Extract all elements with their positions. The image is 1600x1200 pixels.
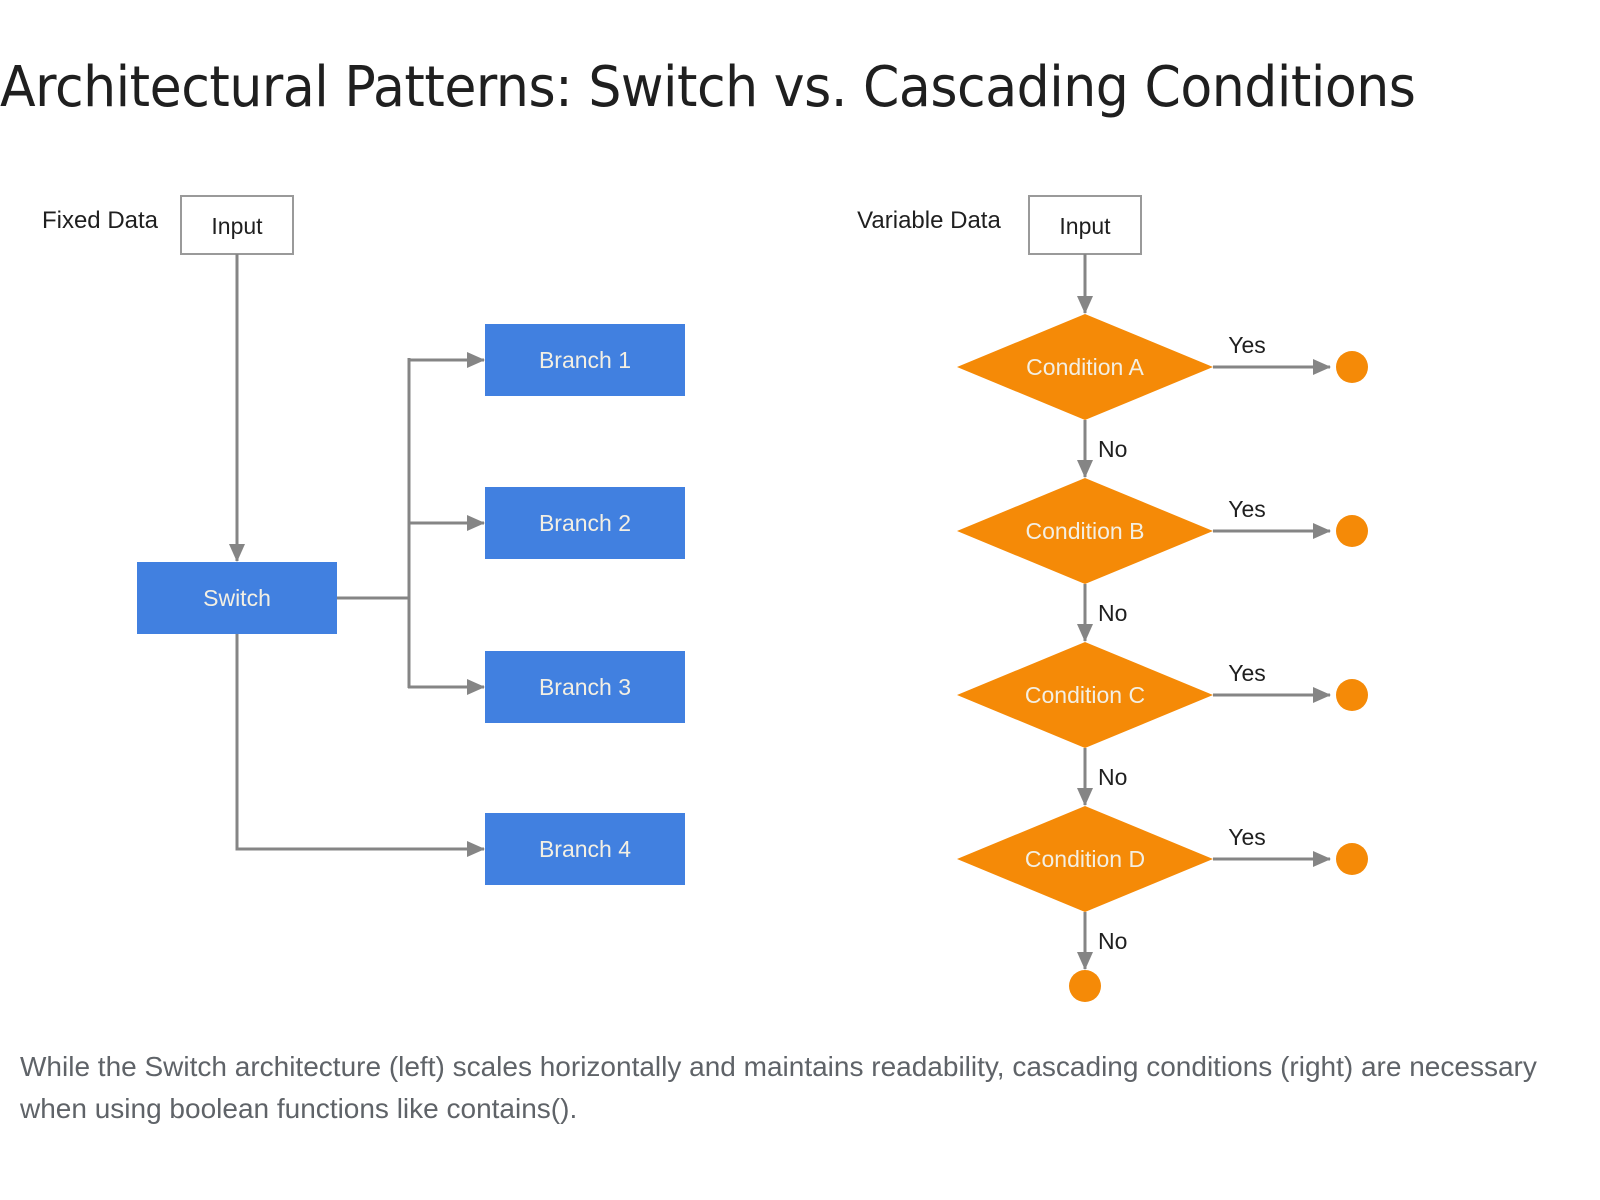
- variable-data-label: Variable Data: [857, 207, 1001, 234]
- branch-node-4: Branch 4: [485, 813, 685, 885]
- switch-input-label: Input: [211, 213, 263, 239]
- cascading-conditions-diagram: Variable Data Input Condition A Yes No C…: [857, 195, 1368, 1002]
- condition-node-b: Condition B: [957, 478, 1213, 584]
- switch-pattern-diagram: Fixed Data Input Switch Branch 1 Branch …: [42, 195, 685, 885]
- yes-endpoint-d: [1336, 843, 1368, 875]
- branch-label-2: Branch 2: [539, 510, 631, 536]
- branch-label-1: Branch 1: [539, 347, 631, 373]
- yes-endpoint-a: [1336, 351, 1368, 383]
- no-label-c: No: [1098, 764, 1127, 790]
- condition-label-c: Condition C: [1025, 682, 1145, 708]
- diagram-canvas: Fixed Data Input Switch Branch 1 Branch …: [42, 195, 1368, 1002]
- condition-label-b: Condition B: [1026, 518, 1145, 544]
- branch-node-1: Branch 1: [485, 324, 685, 396]
- yes-label-a: Yes: [1228, 332, 1266, 358]
- no-label-d: No: [1098, 928, 1127, 954]
- page-title: Architectural Patterns: Switch vs. Casca…: [0, 55, 1416, 120]
- cascade-input-label: Input: [1059, 213, 1111, 239]
- figure-caption: While the Switch architecture (left) sca…: [20, 1051, 1537, 1124]
- branch-node-3: Branch 3: [485, 651, 685, 723]
- condition-node-c: Condition C: [957, 642, 1213, 748]
- switch-input-node: Input: [180, 195, 294, 255]
- switch-node-label: Switch: [203, 585, 271, 611]
- branch-node-2: Branch 2: [485, 487, 685, 559]
- no-label-a: No: [1098, 436, 1127, 462]
- connector-to-branch-4: [235, 634, 485, 857]
- condition-label-a: Condition A: [1026, 354, 1144, 380]
- branch-label-3: Branch 3: [539, 674, 631, 700]
- cascade-input-node: Input: [1028, 195, 1142, 255]
- yes-endpoint-b: [1336, 515, 1368, 547]
- yes-label-b: Yes: [1228, 496, 1266, 522]
- condition-label-d: Condition D: [1025, 846, 1145, 872]
- condition-node-d: Condition D: [957, 806, 1213, 912]
- condition-node-a: Condition A: [957, 314, 1213, 420]
- yes-label-c: Yes: [1228, 660, 1266, 686]
- yes-label-d: Yes: [1228, 824, 1266, 850]
- no-label-b: No: [1098, 600, 1127, 626]
- fixed-data-label: Fixed Data: [42, 207, 159, 234]
- branch-label-4: Branch 4: [539, 836, 631, 862]
- switch-node: Switch: [137, 562, 337, 634]
- no-endpoint-final: [1069, 970, 1101, 1002]
- yes-endpoint-c: [1336, 679, 1368, 711]
